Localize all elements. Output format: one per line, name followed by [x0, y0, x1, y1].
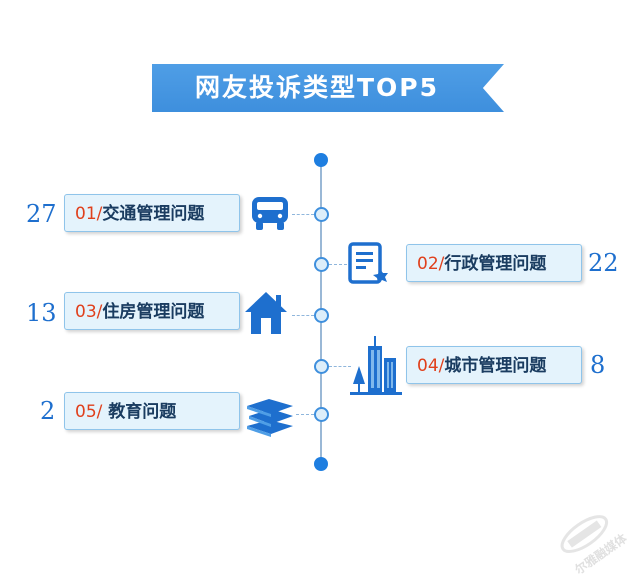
connector-01 — [292, 214, 314, 215]
city-buildings-icon — [350, 336, 402, 395]
timeline-end-dot — [314, 457, 328, 471]
item-label-05: 教育问题 — [108, 402, 177, 422]
item-box-04: 04/城市管理问题 — [406, 346, 582, 384]
item-rank-02: 02/ — [417, 254, 445, 274]
timeline-node-05 — [314, 407, 329, 422]
timeline-node-04 — [314, 359, 329, 374]
title-banner: 网友投诉类型TOP5 — [152, 64, 504, 112]
timeline-node-02 — [314, 257, 329, 272]
books-icon — [247, 399, 293, 437]
connector-05 — [296, 414, 314, 415]
item-label-03: 住房管理问题 — [102, 302, 205, 322]
item-label-04: 城市管理问题 — [444, 356, 547, 376]
item-rank-04: 04/ — [417, 356, 445, 376]
item-count-01: 27 — [26, 200, 57, 228]
item-count-05: 2 — [40, 397, 56, 425]
item-box-05: 05/ 教育问题 — [64, 392, 240, 430]
bus-icon — [252, 197, 288, 230]
document-badge-icon — [348, 242, 388, 284]
watermark-logo-icon — [560, 515, 609, 553]
item-box-03: 03/住房管理问题 — [64, 292, 240, 330]
timeline-start-dot — [314, 153, 328, 167]
item-count-02: 22 — [588, 249, 619, 277]
page-title: 网友投诉类型TOP5 — [194, 73, 440, 102]
connector-04 — [329, 366, 351, 367]
connector-03 — [292, 315, 314, 316]
item-label-01: 交通管理问题 — [102, 204, 205, 224]
house-icon — [245, 292, 287, 334]
item-rank-03: 03/ — [75, 302, 103, 322]
item-count-03: 13 — [26, 299, 57, 327]
timeline-node-01 — [314, 207, 329, 222]
connector-02 — [329, 264, 347, 265]
item-rank-05: 05/ — [75, 402, 103, 422]
timeline-node-03 — [314, 308, 329, 323]
item-box-02: 02/行政管理问题 — [406, 244, 582, 282]
item-rank-01: 01/ — [75, 204, 103, 224]
item-count-04: 8 — [590, 351, 606, 379]
item-label-02: 行政管理问题 — [444, 254, 547, 274]
watermark: 尔雅融媒体 — [554, 505, 630, 578]
item-box-01: 01/交通管理问题 — [64, 194, 240, 232]
